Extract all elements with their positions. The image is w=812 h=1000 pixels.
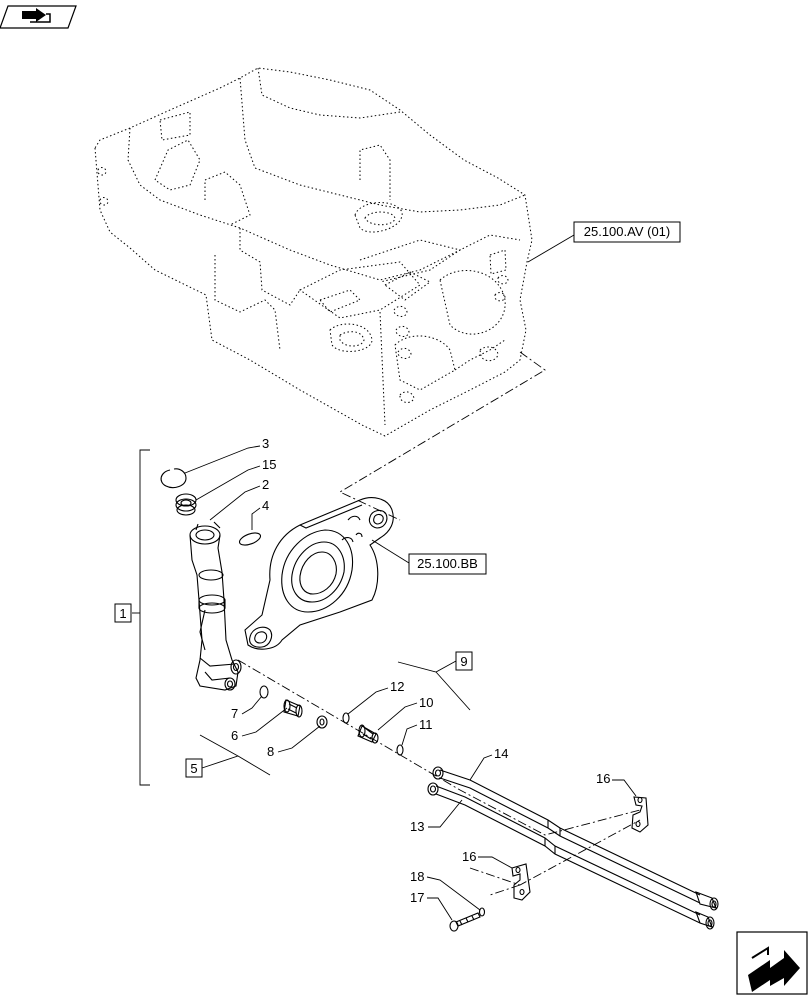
hose-end-upper-right	[695, 891, 719, 911]
svg-text:7: 7	[231, 706, 238, 721]
callout-leader-9	[397, 660, 471, 711]
svg-text:25.100.AV (01): 25.100.AV (01)	[584, 224, 670, 239]
svg-text:1: 1	[119, 606, 126, 621]
assembly-centerlines	[237, 351, 641, 896]
reference-label-middle[interactable]: 25.100.BB	[408, 553, 487, 575]
reference-label-top[interactable]: 25.100.AV (01)	[573, 221, 681, 243]
hose-end-lower-right	[695, 911, 715, 930]
washer-12	[342, 712, 350, 724]
pivot-pin-assembly	[160, 468, 404, 756]
svg-text:16: 16	[462, 849, 476, 864]
callout-12[interactable]: 12	[347, 679, 404, 715]
callout-box-1[interactable]: 1	[114, 603, 132, 623]
callout-6[interactable]: 6	[231, 707, 288, 743]
hose-end-lower-left	[427, 782, 439, 796]
svg-text:3: 3	[262, 436, 269, 451]
callout-4[interactable]: 4	[251, 498, 269, 530]
svg-text:17: 17	[410, 890, 424, 905]
washer-11	[396, 744, 404, 756]
group-bracket-1	[132, 449, 150, 786]
svg-text:25.100.BB: 25.100.BB	[417, 556, 478, 571]
callout-10[interactable]: 10	[377, 695, 433, 731]
svg-text:18: 18	[410, 869, 424, 884]
svg-text:4: 4	[262, 498, 269, 513]
callout-box-9[interactable]: 9	[455, 651, 473, 671]
book-arrow-icon[interactable]	[0, 5, 77, 29]
hose-end-upper-left	[432, 766, 444, 780]
bolt-17	[449, 912, 481, 932]
callout-16-upper[interactable]: 16	[596, 771, 637, 797]
callout-17[interactable]: 17	[410, 890, 453, 921]
washer-18	[478, 907, 486, 917]
svg-text:15: 15	[262, 457, 276, 472]
svg-text:5: 5	[190, 761, 197, 776]
bushing-15	[175, 493, 197, 516]
svg-text:12: 12	[390, 679, 404, 694]
pin-body-2	[189, 521, 242, 691]
axle-support-housing	[94, 67, 533, 437]
callout-11[interactable]: 11	[401, 717, 433, 746]
reference-leader-top	[527, 234, 575, 263]
callout-8[interactable]: 8	[267, 725, 321, 759]
fitting-10	[357, 724, 379, 744]
svg-text:8: 8	[267, 744, 274, 759]
washer-7	[259, 685, 269, 699]
callout-16-lower[interactable]: 16	[462, 849, 513, 869]
callout-13[interactable]: 13	[410, 799, 463, 834]
callout-3[interactable]: 3	[184, 436, 269, 474]
o-ring-4	[238, 532, 262, 546]
seal-8	[316, 715, 328, 729]
callout-box-5[interactable]: 5	[185, 758, 203, 778]
svg-text:14: 14	[494, 746, 508, 761]
callout-18[interactable]: 18	[410, 869, 481, 911]
fitting-6	[283, 699, 303, 718]
callout-7[interactable]: 7	[231, 695, 263, 721]
snap-ring-3	[160, 468, 187, 489]
clip-16-lower	[511, 863, 531, 901]
svg-text:10: 10	[419, 695, 433, 710]
svg-text:16: 16	[596, 771, 610, 786]
callout-15[interactable]: 15	[195, 457, 276, 501]
hose-pipes	[427, 766, 719, 930]
reference-leader-middle	[371, 539, 410, 564]
svg-text:11: 11	[419, 717, 433, 732]
svg-text:13: 13	[410, 819, 424, 834]
axle-bracket	[244, 497, 394, 650]
clip-16-upper	[631, 796, 649, 833]
next-page-arrow-icon[interactable]	[736, 931, 808, 995]
callout-leader-5	[199, 734, 271, 776]
svg-text:2: 2	[262, 477, 269, 492]
callout-2[interactable]: 2	[209, 477, 269, 521]
svg-text:6: 6	[231, 728, 238, 743]
svg-text:9: 9	[460, 654, 467, 669]
callout-14[interactable]: 14	[469, 746, 508, 781]
